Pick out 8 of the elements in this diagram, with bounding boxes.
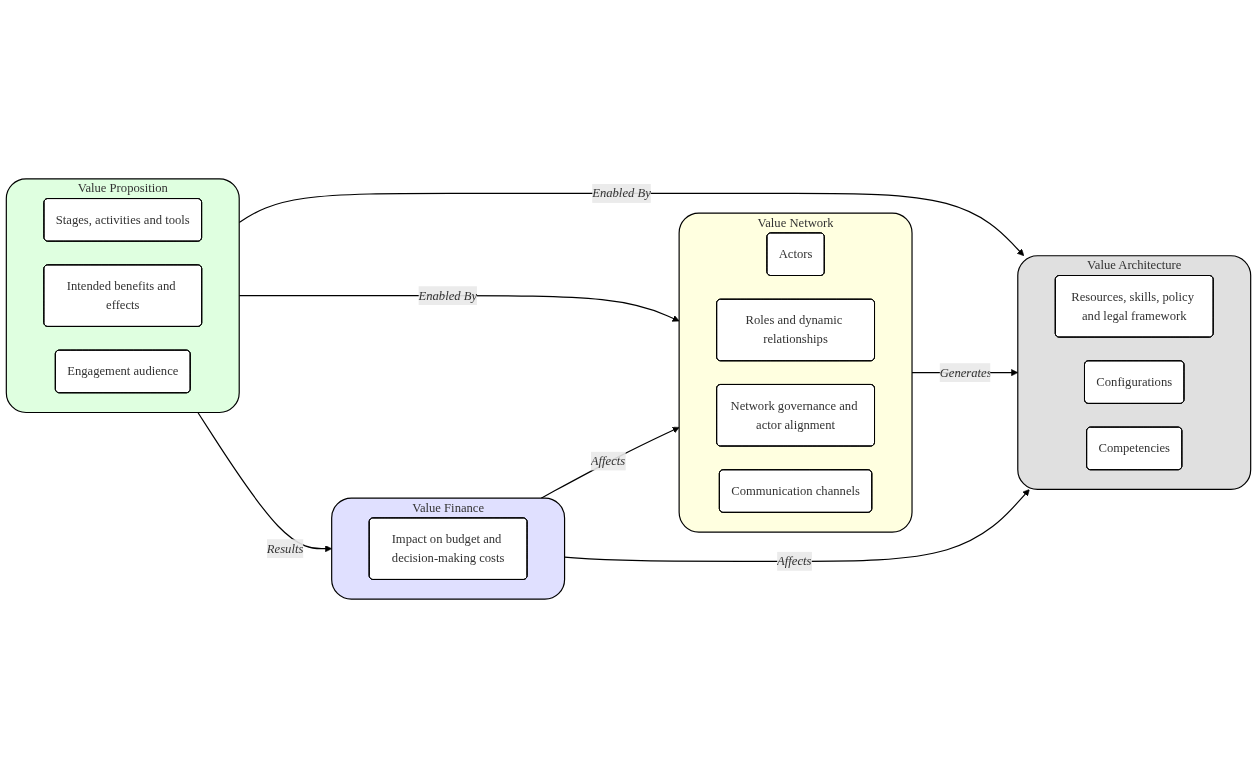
edge-label: Affects (590, 454, 626, 468)
arrow (540, 426, 680, 499)
edge-label: Affects (777, 554, 812, 568)
arrow (197, 411, 332, 553)
edge-label: Results (266, 541, 304, 555)
edge-label: Enabled By (592, 186, 651, 200)
edge-label: Enabled By (418, 288, 478, 302)
arrow (564, 489, 1030, 562)
